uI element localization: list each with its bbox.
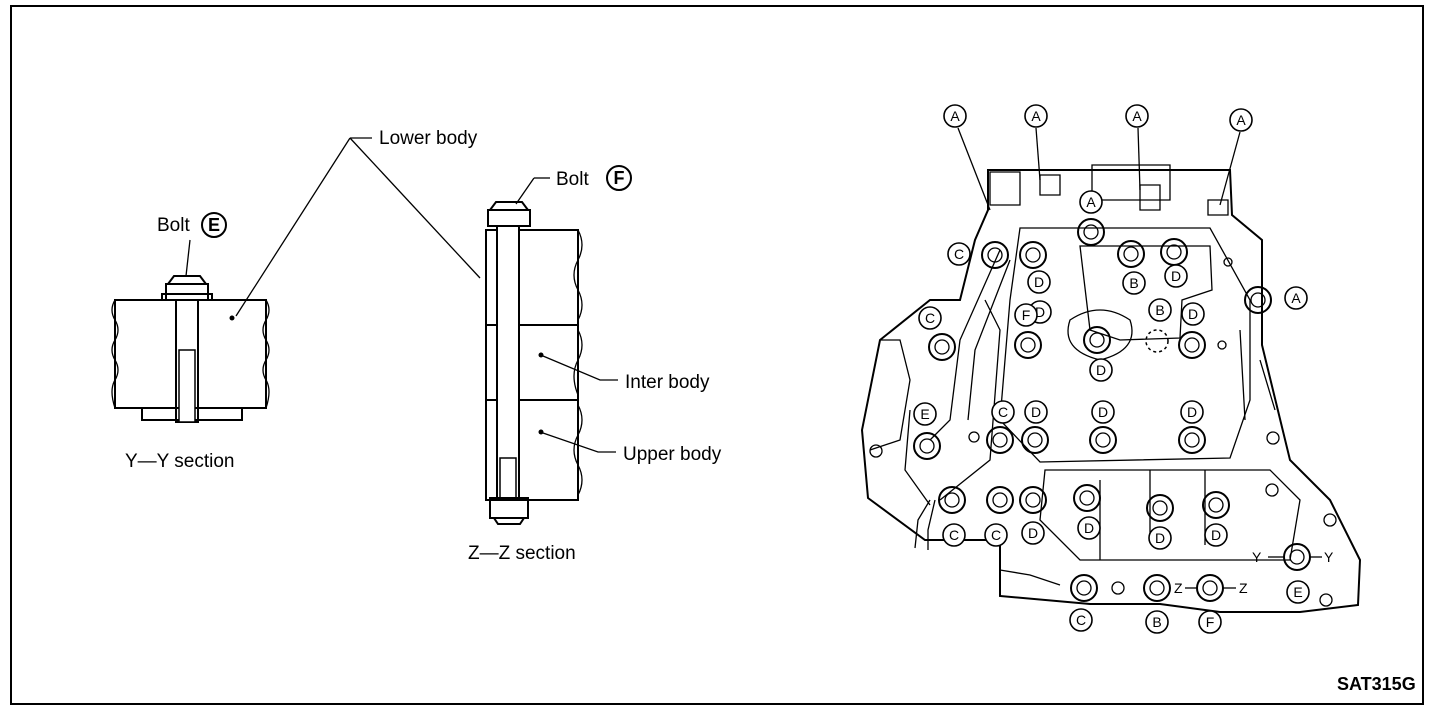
tag-letter-a: A <box>950 108 960 124</box>
tag-circle-b <box>1148 298 1172 322</box>
zz-section-drawing <box>485 201 583 525</box>
bolt-f-letter: F <box>614 168 625 188</box>
tag-letter-e: E <box>1293 584 1302 600</box>
tag-letter-d: D <box>1098 404 1108 420</box>
valve-bolts <box>913 218 1311 602</box>
tag-circle-a <box>1024 104 1048 128</box>
tag-circle-d <box>1164 264 1188 288</box>
tag-circle-c <box>947 242 971 266</box>
tag-circle-d <box>1091 400 1115 424</box>
tag-circle-b <box>1122 271 1146 295</box>
bolt-e-label: Bolt <box>157 215 190 236</box>
tag-circle-a <box>1079 190 1103 214</box>
tag-circle-e <box>913 402 937 426</box>
tag-letter-e: E <box>920 406 929 422</box>
tag-letter-d: D <box>1031 404 1041 420</box>
tag-letter-d: D <box>1187 404 1197 420</box>
tag-letter-c: C <box>1076 612 1086 628</box>
tag-circle-c <box>984 523 1008 547</box>
tag-letter-b: B <box>1155 302 1164 318</box>
y-marker-left: Y <box>1252 549 1262 565</box>
tag-circle-f <box>1014 303 1038 327</box>
z-marker-right: Z <box>1239 580 1248 596</box>
y-marker-right: Y <box>1324 549 1334 565</box>
tag-circle-e <box>1286 580 1310 604</box>
tag-circle-d <box>1027 270 1051 294</box>
valve-body-assembly <box>860 164 1362 613</box>
tag-circle-d <box>1089 358 1113 382</box>
lower-body-label: Lower body <box>379 128 478 149</box>
tag-letter-d: D <box>1188 306 1198 322</box>
tag-letter-a: A <box>1236 112 1246 128</box>
tag-letter-d: D <box>1035 304 1045 320</box>
inter-body-label: Inter body <box>625 372 710 393</box>
upper-body-label: Upper body <box>623 444 722 465</box>
zz-section-label: Z—Z section <box>468 543 576 564</box>
tag-circle-d <box>1148 526 1172 550</box>
tag-circle-d <box>1024 400 1048 424</box>
tag-circle-a <box>943 104 967 128</box>
bolt-e-letter: E <box>208 215 220 235</box>
tag-letter-d: D <box>1171 268 1181 284</box>
yy-section-drawing <box>111 275 270 423</box>
diagram-frame <box>10 5 1424 705</box>
z-marker-left: Z <box>1174 580 1183 596</box>
tag-letter-b: B <box>1129 275 1138 291</box>
tag-circle-c <box>991 400 1015 424</box>
tag-circle-c <box>1069 608 1093 632</box>
tag-circle-a <box>1229 108 1253 132</box>
tag-circle-c <box>942 523 966 547</box>
tag-letter-c: C <box>949 527 959 543</box>
tag-circle-d <box>1180 400 1204 424</box>
tag-letter-b: B <box>1152 614 1161 630</box>
tag-letter-c: C <box>954 246 964 262</box>
tag-letter-a: A <box>1031 108 1041 124</box>
yy-section-label: Y—Y section <box>125 451 234 472</box>
tag-letter-d: D <box>1096 362 1106 378</box>
bolt-f-label: Bolt <box>556 169 589 190</box>
bolt-e-circle <box>201 212 227 238</box>
tag-circle-d <box>1204 523 1228 547</box>
tag-letter-a: A <box>1086 194 1096 210</box>
tag-letter-c: C <box>925 310 935 326</box>
tag-letter-d: D <box>1211 527 1221 543</box>
tag-circle-c <box>918 306 942 330</box>
tag-letter-d: D <box>1034 274 1044 290</box>
tag-letter-a: A <box>1132 108 1142 124</box>
tag-letter-f: F <box>1022 307 1031 323</box>
tag-letter-c: C <box>991 527 1001 543</box>
tag-circle-d <box>1181 302 1205 326</box>
tag-letter-c: C <box>998 404 1008 420</box>
tag-letter-a: A <box>1291 290 1301 306</box>
tag-circle-d <box>1077 516 1101 540</box>
tag-circle-d <box>1021 521 1045 545</box>
tag-circle-f <box>1198 610 1222 634</box>
tag-letter-f: F <box>1206 614 1215 630</box>
tag-circle-a <box>1284 286 1308 310</box>
tag-letter-d: D <box>1028 525 1038 541</box>
tag-letter-d: D <box>1084 520 1094 536</box>
tag-circle-b <box>1145 610 1169 634</box>
tag-letter-d: D <box>1155 530 1165 546</box>
section-markers: Y Y Z Z <box>1174 549 1334 596</box>
figure-code: SAT315G <box>1337 674 1416 694</box>
bolt-f-circle <box>606 165 632 191</box>
tag-circle-a <box>1125 104 1149 128</box>
